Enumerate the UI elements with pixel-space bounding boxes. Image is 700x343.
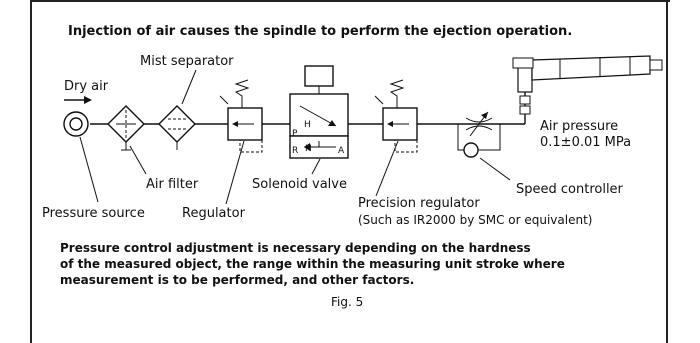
- note-line-1: Pressure control adjustment is necessary…: [60, 241, 531, 255]
- figure-label: Fig. 5: [331, 295, 363, 309]
- valve-port-h2: H: [305, 144, 312, 154]
- speed-controller-symbol: [457, 111, 501, 158]
- valve-port-a: A: [338, 146, 345, 156]
- precision-regulator-leader: [375, 140, 399, 197]
- air-pressure-label: Air pressure: [540, 119, 618, 134]
- pressure-source-label: Pressure source: [42, 206, 145, 221]
- flow-direction-arrow: [64, 96, 92, 104]
- pressure-source-leader: [79, 136, 99, 203]
- note-line-3: measurement is to be performed, and othe…: [60, 273, 414, 287]
- valve-port-r: R: [292, 146, 298, 156]
- solenoid-valve-leader: [311, 158, 321, 175]
- frame-top-border: [30, 0, 670, 2]
- diagram-frame: [30, 0, 668, 343]
- valve-port-h1: H: [304, 120, 311, 130]
- diagram-heading: Injection of air causes the spindle to p…: [68, 24, 572, 39]
- pressure-source-symbol: [63, 111, 89, 137]
- air-pressure-value: 0.1±0.01 MPa: [540, 135, 631, 150]
- speed-controller-leader: [479, 157, 511, 181]
- air-filter-label: Air filter: [146, 177, 199, 192]
- regulator-label: Regulator: [182, 206, 246, 221]
- solenoid-valve-label: Solenoid valve: [252, 177, 347, 192]
- note-line-2: of the measured object, the range within…: [60, 257, 565, 271]
- mist-separator-label: Mist separator: [140, 54, 234, 69]
- mist-separator-symbol: [158, 105, 196, 150]
- regulator-leader: [225, 140, 245, 205]
- regulator-symbol: [219, 79, 263, 153]
- air-filter-symbol: [107, 105, 145, 151]
- precision-regulator-label: Precision regulator: [358, 196, 480, 211]
- valve-port-p: P: [292, 129, 298, 139]
- dry-air-label: Dry air: [64, 79, 109, 94]
- mist-separator-leader: [181, 69, 197, 105]
- measuring-unit-illustration: [512, 55, 663, 124]
- speed-controller-label: Speed controller: [516, 182, 624, 197]
- air-filter-leader: [129, 145, 147, 175]
- solenoid-valve-symbol: [289, 65, 349, 159]
- precision-regulator-symbol: [374, 79, 418, 153]
- precision-regulator-note: (Such as IR2000 by SMC or equivalent): [358, 213, 592, 227]
